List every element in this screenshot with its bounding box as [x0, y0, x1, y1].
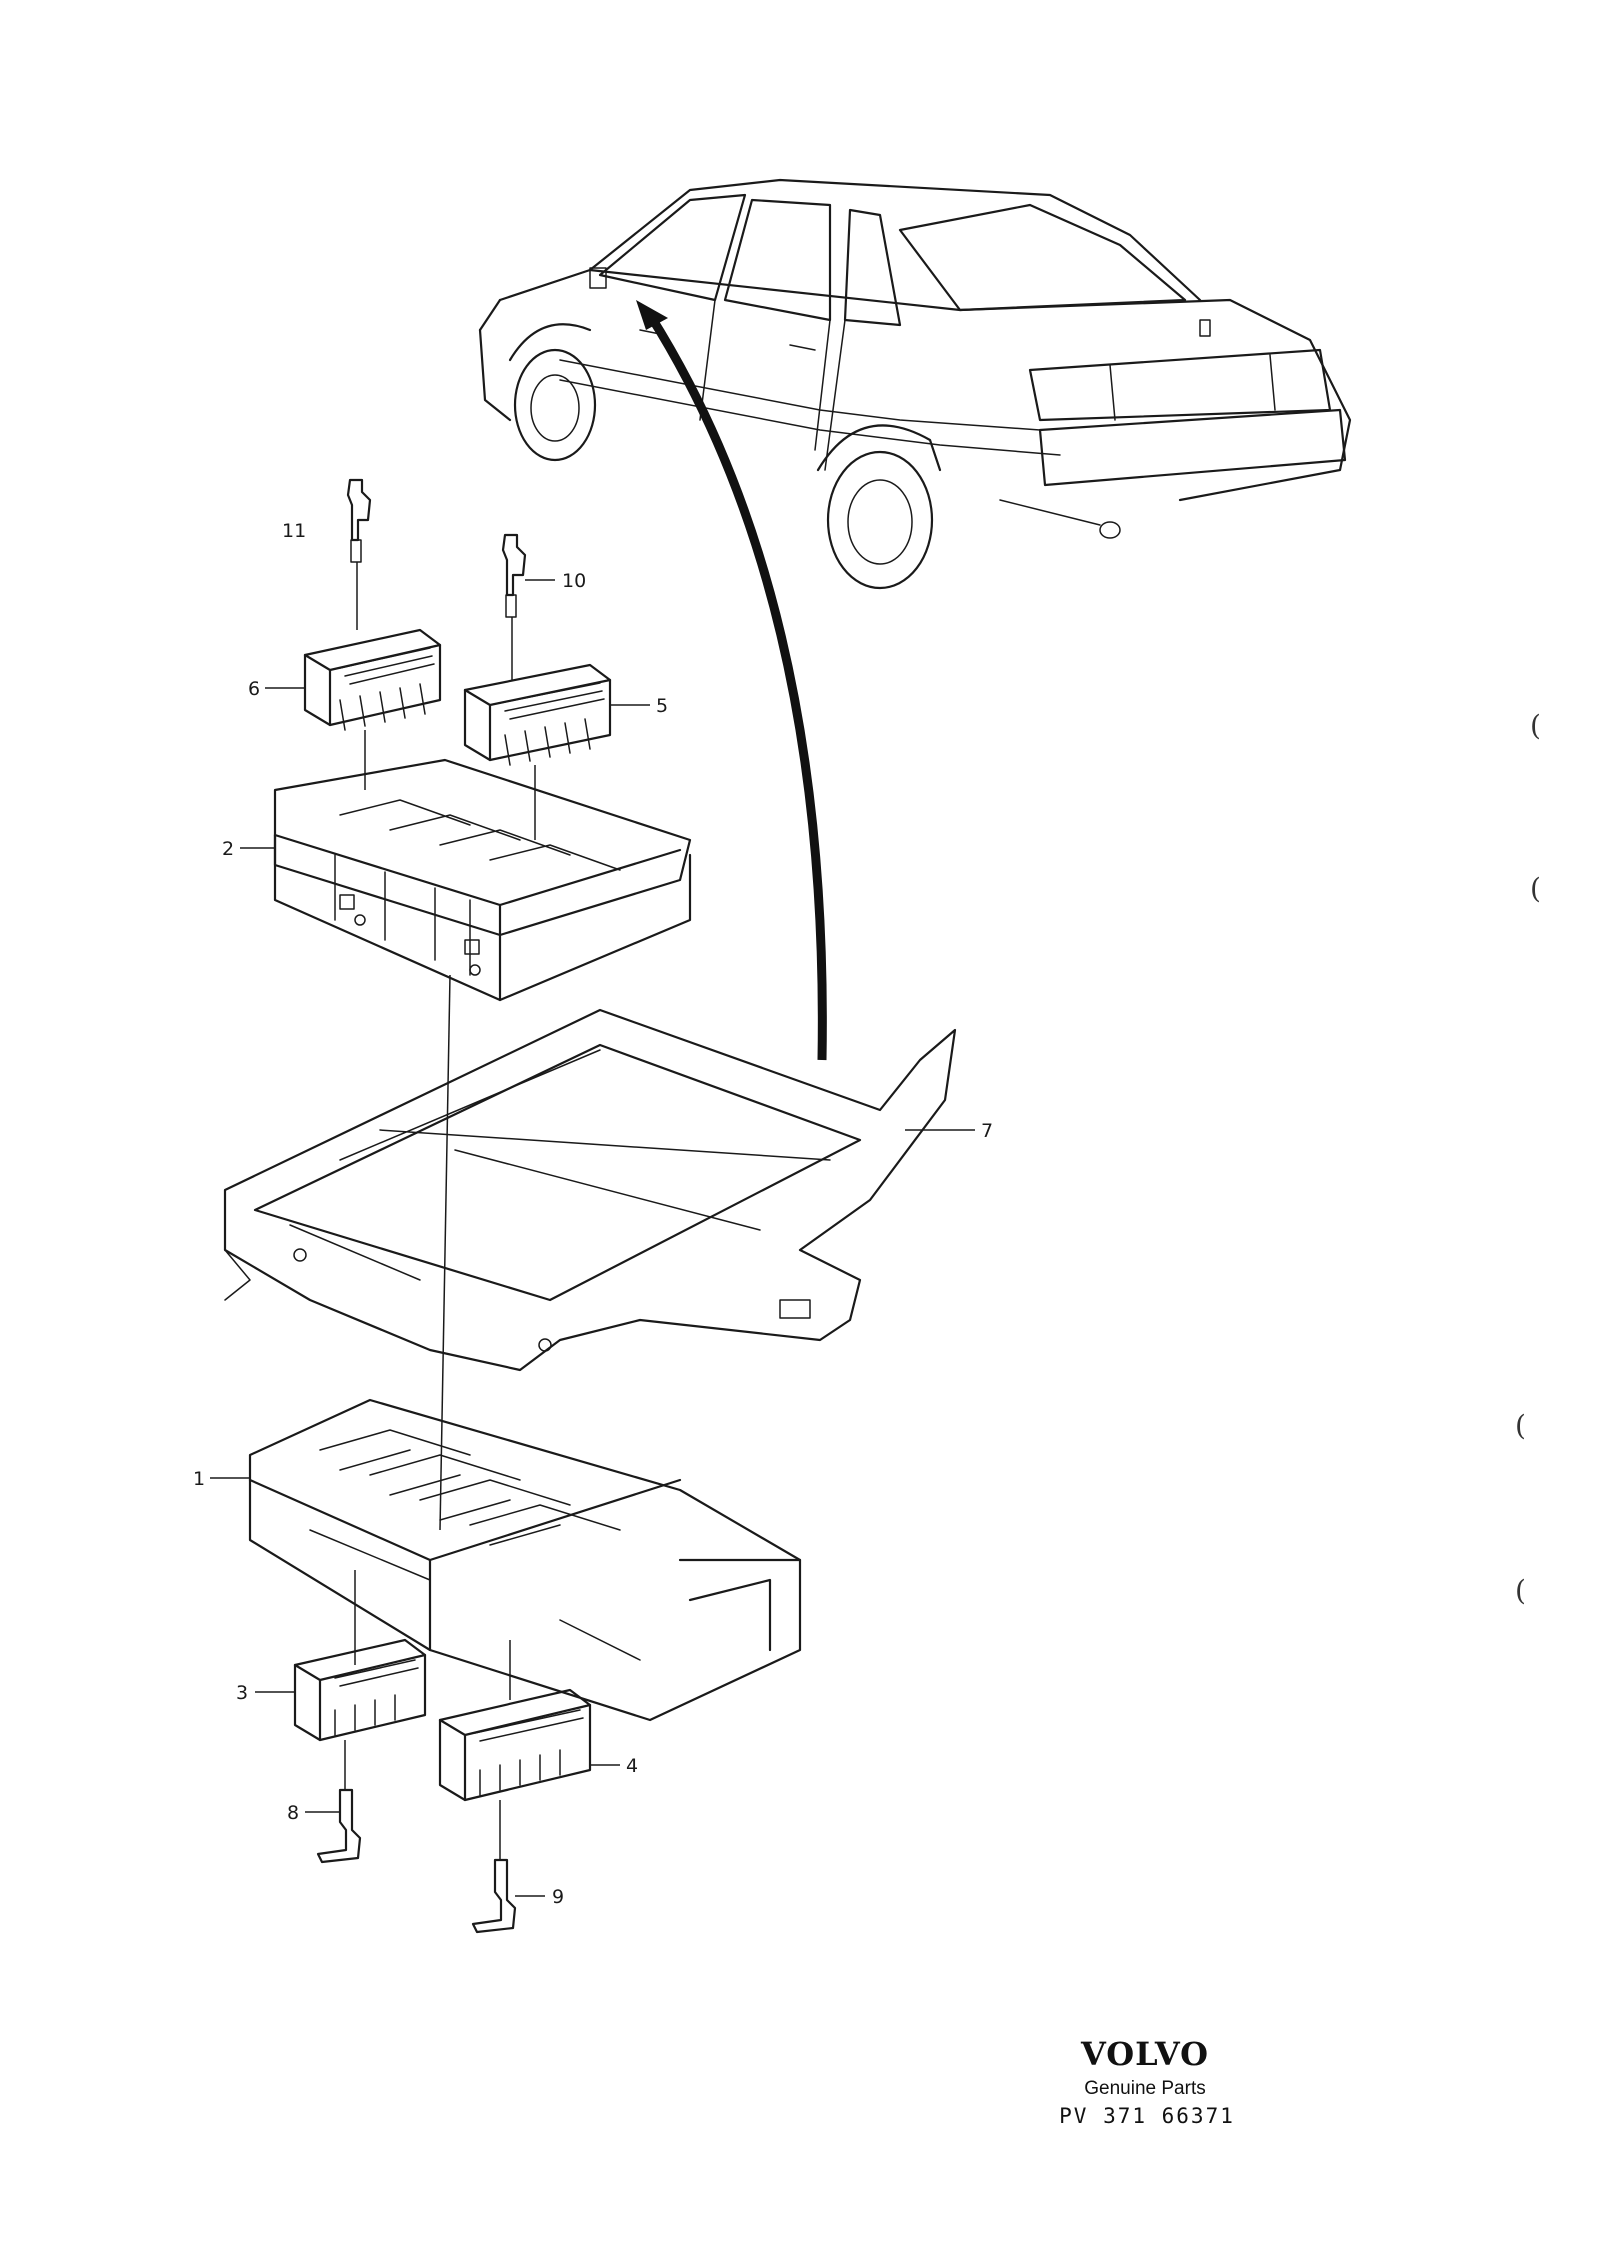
car-illustration: [478, 178, 1352, 590]
part-4-connector: [438, 1688, 620, 1860]
part-6-connector: [265, 628, 442, 731]
margin-mark: (: [1530, 872, 1541, 905]
location-arrow: [636, 300, 827, 1061]
part-7-bracket: [223, 1008, 975, 1372]
part-3-connector: [255, 1638, 427, 1790]
callout-4: 4: [626, 1755, 638, 1777]
callout-5: 5: [656, 695, 668, 717]
footer-part-number: PV 371 66371: [1059, 2104, 1235, 2128]
part-9-terminal: [471, 1858, 545, 1934]
volvo-logo: VOLVO: [1081, 2035, 1209, 2073]
callout-2: 2: [222, 838, 234, 860]
callout-8: 8: [287, 1802, 299, 1824]
part-8-terminal: [305, 1788, 362, 1864]
part-10-terminal: [501, 533, 555, 680]
callout-11: 11: [282, 520, 306, 542]
margin-mark: (: [1530, 709, 1541, 742]
callout-7: 7: [981, 1120, 993, 1142]
callout-6: 6: [248, 678, 260, 700]
part-5-connector: [463, 663, 650, 766]
callout-1: 1: [193, 1468, 205, 1490]
margin-mark: (: [1515, 1409, 1526, 1442]
footer-tagline: Genuine Parts: [1084, 2078, 1206, 2099]
callout-10: 10: [562, 570, 586, 592]
margin-mark: (: [1515, 1574, 1526, 1607]
part-1-module: [210, 1398, 802, 1722]
callout-labels: 11 10 6 5 2 7 1 3 4 8 9: [193, 520, 993, 1908]
callout-3: 3: [236, 1682, 248, 1704]
part-11-terminal: [346, 478, 372, 630]
margin-marks: ( ( ( (: [1515, 709, 1541, 1607]
callout-9: 9: [552, 1886, 564, 1908]
part-2-relay-box: [240, 758, 692, 1002]
